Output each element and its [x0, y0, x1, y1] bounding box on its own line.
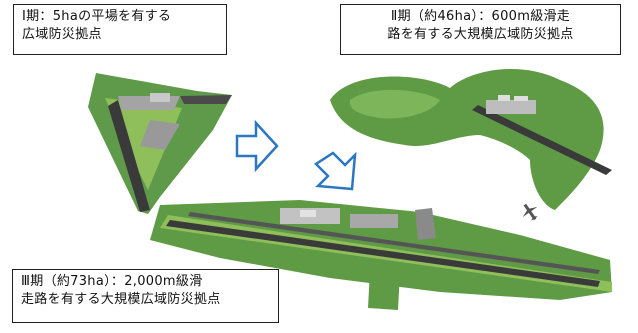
arrow-phase1-to-phase2 [235, 119, 279, 173]
phase2-runway [472, 105, 612, 175]
phase1-pad-top [118, 96, 180, 110]
phase3-apron-2 [350, 214, 398, 228]
phase1-road-top [180, 95, 232, 104]
phase1-label-line2: 広域防災拠点 [22, 27, 102, 42]
phase1-road-left [108, 100, 150, 212]
phase2-site [330, 68, 612, 210]
phase3-site [150, 200, 612, 310]
phase3-runway [166, 220, 600, 287]
phase3-label-line2: 走路を有する大規模広域防災拠点 [21, 292, 221, 307]
phase2-clearing [349, 89, 440, 119]
airplane-icon [522, 203, 538, 221]
phase1-label: Ⅰ期：5haの平場を有する 広域防災拠点 [13, 4, 227, 55]
phase3-terminal [300, 210, 316, 217]
phase1-label-line1: Ⅰ期：5haの平場を有する [22, 9, 172, 24]
phase2-apron [486, 100, 536, 114]
phase2-building-2 [514, 96, 528, 101]
phase1-pad-center [140, 120, 180, 150]
phase3-taxiway [188, 212, 600, 274]
phase3-label-line1: Ⅲ期（約73ha）：2,000m級滑 [21, 274, 203, 289]
phase2-label-line1: Ⅱ期（約46ha）：600m級滑走 [390, 9, 571, 24]
phase2-label-line2: 路を有する大規模広域防災拠点 [387, 27, 574, 42]
phase3-south-land [368, 270, 400, 310]
arrow-phase2-to-phase3 [314, 151, 357, 191]
phase1-site [88, 73, 232, 214]
phase3-label: Ⅲ期（約73ha）：2,000m級滑 走路を有する大規模広域防災拠点 [12, 269, 279, 323]
phase2-building [498, 95, 510, 101]
phase1-building [150, 93, 170, 102]
phase2-label: Ⅱ期（約46ha）：600m級滑走 路を有する大規模広域防災拠点 [340, 4, 621, 55]
phase2-forest [330, 68, 604, 210]
phase3-hangar-area [415, 208, 436, 240]
